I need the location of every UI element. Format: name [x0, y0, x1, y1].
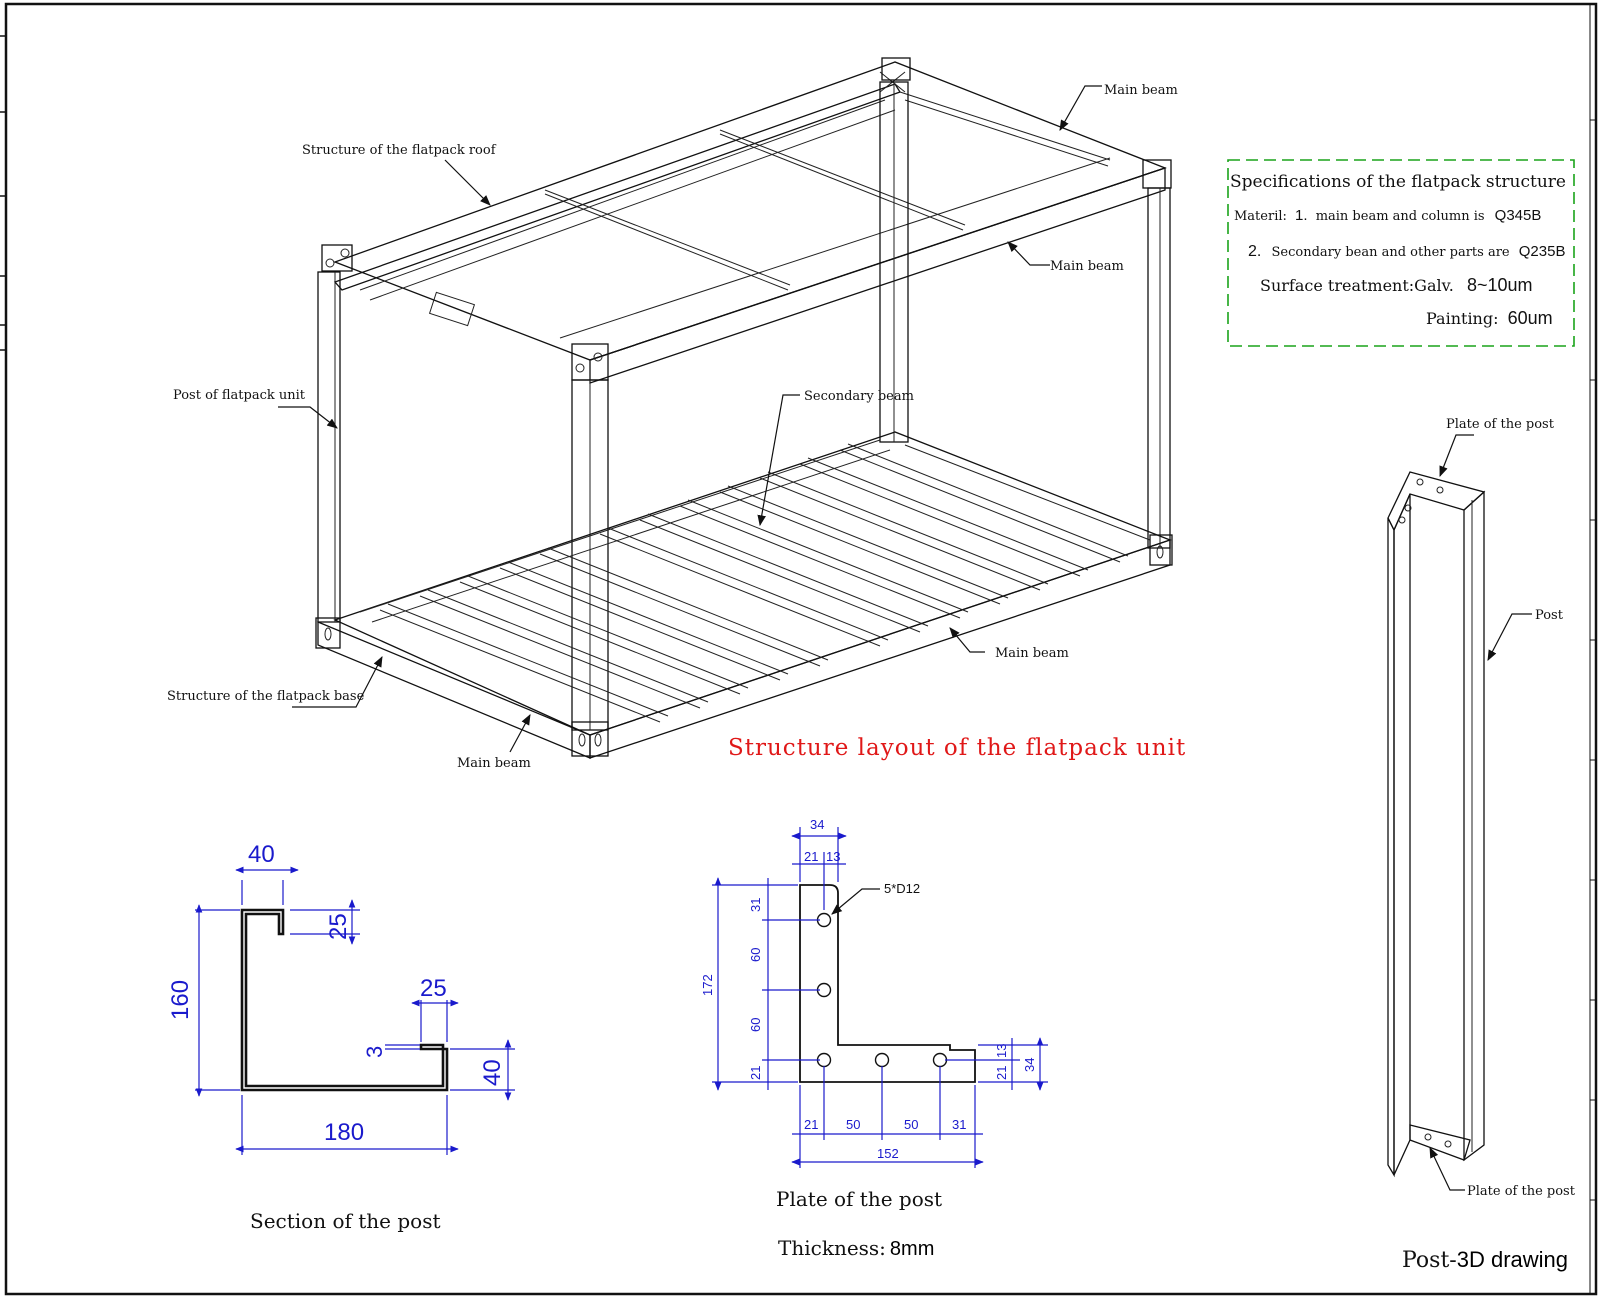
- dim-plate-left-d: 21: [748, 1066, 763, 1080]
- dim-plate-bottom-a: 21: [804, 1117, 818, 1132]
- svg-text:Surface treatment:Galv.: Surface treatment:Galv. 8~10um: [1260, 275, 1533, 295]
- label-secondary-beam: Secondary beam: [804, 389, 914, 404]
- label-plate-post-top: Plate of the post: [1446, 417, 1555, 432]
- label-base: Structure of the flatpack base: [167, 689, 365, 704]
- secondary-beams: [379, 443, 1129, 723]
- base-frame: [317, 431, 1172, 759]
- leader-lines: [278, 85, 1102, 753]
- dim-plate-right-total: 34: [1022, 1058, 1037, 1072]
- dim-plate-top-a: 21: [804, 849, 818, 864]
- dim-section-lip-top: 25: [325, 913, 352, 940]
- dim-plate-left-c: 60: [748, 1018, 763, 1032]
- spec-heading: Specifications of the flatpack structure: [1230, 172, 1566, 192]
- svg-text:Painting: 60um: Painting: 60um: [1426, 308, 1553, 328]
- svg-text:Materil: 1. main b: Materil: 1. main beam and column is Q345…: [1234, 207, 1541, 224]
- frame-labels: Structure of the flatpack roof Main beam…: [167, 83, 1186, 771]
- right-title-strip: [1589, 4, 1596, 1294]
- main-title: Structure layout of the flatpack unit: [728, 735, 1186, 761]
- dim-plate-bottom-c: 50: [904, 1117, 918, 1132]
- label-plate-post-bottom: Plate of the post: [1467, 1184, 1576, 1199]
- label-main-beam-bottom: Main beam: [457, 756, 531, 771]
- svg-text:2. Secondary bean and ot: 2. Secondary bean and other parts are Q2…: [1248, 243, 1565, 260]
- dim-plate-bottom-d: 31: [952, 1117, 966, 1132]
- dim-section-right-height: 40: [479, 1059, 506, 1086]
- dim-plate-bottom-total: 152: [877, 1146, 899, 1161]
- spec-material-label: Materil:: [1234, 209, 1287, 224]
- post-3d-caption: Post-3D drawing: [1402, 1247, 1568, 1273]
- label-post-unit: Post of flatpack unit: [173, 388, 306, 403]
- dim-plate-bottom-b: 50: [846, 1117, 860, 1132]
- specifications-box: Specifications of the flatpack structure…: [1227, 159, 1575, 347]
- dim-section-bottom-width: 180: [324, 1119, 364, 1146]
- label-main-beam-right: Main beam: [995, 646, 1069, 661]
- label-main-beam-top: Main beam: [1104, 83, 1178, 98]
- label-main-beam-mid: Main beam: [1050, 259, 1124, 274]
- plate-caption: Plate of the post: [776, 1187, 942, 1211]
- plate-hole-label: 5*D12: [884, 881, 920, 896]
- sheet-border: [4, 2, 1598, 1296]
- roof-corner-fittings: [321, 57, 1172, 381]
- dim-plate-left-total: 172: [700, 974, 715, 996]
- dim-section-thickness: 3: [362, 1046, 387, 1058]
- dim-section-top-width: 40: [248, 841, 275, 868]
- plate-thickness: Thickness:8mm: [778, 1236, 934, 1260]
- left-margin-ticks: [0, 35, 6, 351]
- dim-plate-left-b: 60: [748, 948, 763, 962]
- dim-section-height: 160: [167, 980, 194, 1020]
- post-3d-drawing: Plate of the post Post Plate of the post…: [1387, 417, 1576, 1273]
- dim-plate-top-total: 34: [810, 817, 824, 832]
- flatpack-frame-drawing: [315, 57, 1173, 759]
- dim-plate-left-a: 31: [748, 898, 763, 912]
- spec-painting: Painting:: [1426, 309, 1499, 328]
- plate-of-post: 5*D12 34 21 13 172 31 60 60 21 21 13 34 …: [700, 817, 1048, 1260]
- roof-frame: [333, 61, 1167, 384]
- posts: [317, 81, 1171, 731]
- dim-section-lip-right: 25: [420, 975, 447, 1002]
- label-roof: Structure of the flatpack roof: [302, 143, 497, 158]
- dim-plate-right-a: 21: [994, 1066, 1009, 1080]
- section-caption: Section of the post: [250, 1209, 441, 1233]
- label-post: Post: [1535, 608, 1564, 623]
- section-of-post: 40 25 160 25 3 40 180 Section of the pos…: [167, 841, 515, 1233]
- spec-surface: Surface treatment:Galv.: [1260, 276, 1454, 295]
- dim-plate-top-b: 13: [826, 849, 840, 864]
- dim-plate-right-b: 13: [994, 1044, 1009, 1058]
- base-corner-fittings: [315, 534, 1173, 757]
